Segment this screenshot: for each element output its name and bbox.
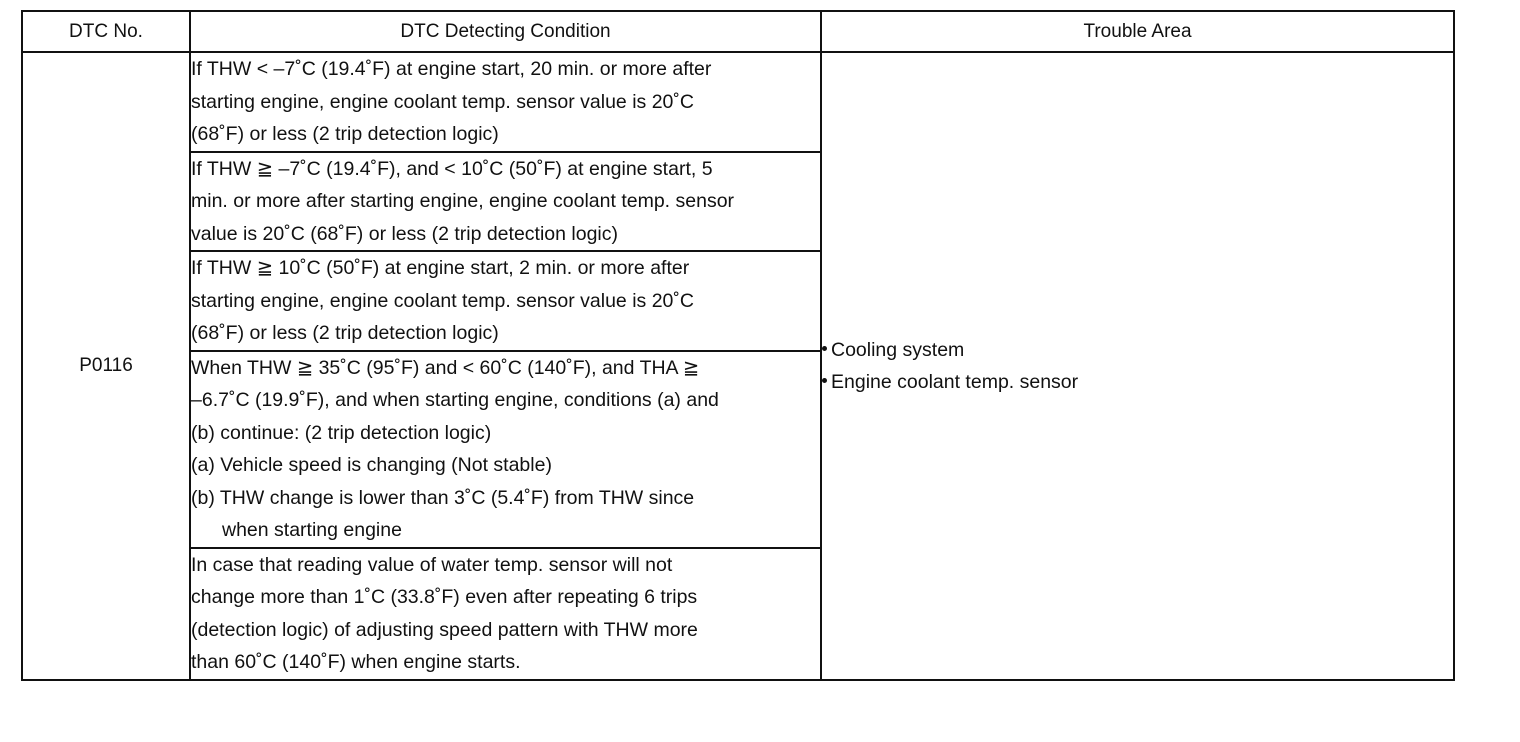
condition-line: (b) THW change is lower than 3˚C (5.4˚F)… bbox=[191, 486, 695, 509]
condition-line: (68˚F) or less (2 trip detection logic) bbox=[191, 322, 499, 344]
trouble-area-text: Cooling system bbox=[831, 338, 965, 361]
header-condition: DTC Detecting Condition bbox=[189, 10, 822, 53]
condition-line: (68˚F) or less (2 trip detection logic) bbox=[191, 123, 499, 145]
condition-line: (a) Vehicle speed is changing (Not stabl… bbox=[191, 454, 552, 476]
condition-line: –6.7˚C (19.9˚F), and when starting engin… bbox=[191, 389, 719, 411]
condition-line: In case that reading value of water temp… bbox=[191, 553, 673, 576]
header-row: DTC No. DTC Detecting Condition Trouble … bbox=[21, 10, 1455, 53]
bullet-icon bbox=[822, 378, 827, 384]
condition-line: starting engine, engine coolant temp. se… bbox=[191, 90, 694, 113]
bullet-icon bbox=[822, 346, 827, 352]
header-dtc-no: DTC No. bbox=[21, 10, 191, 53]
dtc-table: DTC No. DTC Detecting Condition Trouble … bbox=[21, 10, 1455, 681]
condition-line: than 60˚C (140˚F) when engine starts. bbox=[191, 651, 521, 673]
condition-line: value is 20˚C (68˚F) or less (2 trip det… bbox=[191, 222, 618, 245]
trouble-area-text: Engine coolant temp. sensor bbox=[831, 370, 1079, 393]
dtc-code: P0116 bbox=[21, 51, 191, 681]
condition-line: If THW ≧ 10˚C (50˚F) at engine start, 2 … bbox=[191, 257, 690, 279]
condition-cell: If THW ≧ –7˚C (19.4˚F), and < 10˚C (50˚F… bbox=[189, 150, 822, 252]
table-row: If THW ≧ –7˚C (19.4˚F), and < 10˚C (50˚F… bbox=[22, 150, 1454, 252]
trouble-area-cell: Cooling system Engine coolant temp. sens… bbox=[820, 51, 1455, 681]
condition-cell: When THW ≧ 35˚C (95˚F) and < 60˚C (140˚F… bbox=[189, 349, 822, 549]
condition-line: (b) continue: (2 trip detection logic) bbox=[191, 421, 492, 444]
condition-line: If THW ≧ –7˚C (19.4˚F), and < 10˚C (50˚F… bbox=[191, 157, 713, 180]
condition-line: when starting engine bbox=[222, 519, 402, 541]
condition-cell: If THW ≧ 10˚C (50˚F) at engine start, 2 … bbox=[189, 250, 822, 352]
condition-line: If THW < –7˚C (19.4˚F) at engine start, … bbox=[191, 58, 712, 80]
table-row: When THW ≧ 35˚C (95˚F) and < 60˚C (140˚F… bbox=[22, 349, 1454, 549]
table-row: P0116 If THW < –7˚C (19.4˚F) at engine s… bbox=[21, 51, 1455, 681]
condition-line: change more than 1˚C (33.8˚F) even after… bbox=[191, 586, 698, 608]
table-row: In case that reading value of water temp… bbox=[22, 546, 1454, 681]
condition-line: When THW ≧ 35˚C (95˚F) and < 60˚C (140˚F… bbox=[191, 356, 700, 379]
condition-cell: In case that reading value of water temp… bbox=[189, 546, 822, 681]
condition-line: min. or more after starting engine, engi… bbox=[191, 190, 735, 212]
trouble-area-item: Engine coolant temp. sensor bbox=[822, 366, 1453, 398]
condition-cell: If THW < –7˚C (19.4˚F) at engine start, … bbox=[189, 51, 822, 153]
table-row: If THW ≧ 10˚C (50˚F) at engine start, 2 … bbox=[22, 250, 1454, 352]
trouble-area-item: Cooling system bbox=[822, 334, 1453, 366]
header-trouble-area: Trouble Area bbox=[820, 10, 1455, 53]
condition-line: (detection logic) of adjusting speed pat… bbox=[191, 618, 698, 641]
condition-line: starting engine, engine coolant temp. se… bbox=[191, 289, 694, 312]
